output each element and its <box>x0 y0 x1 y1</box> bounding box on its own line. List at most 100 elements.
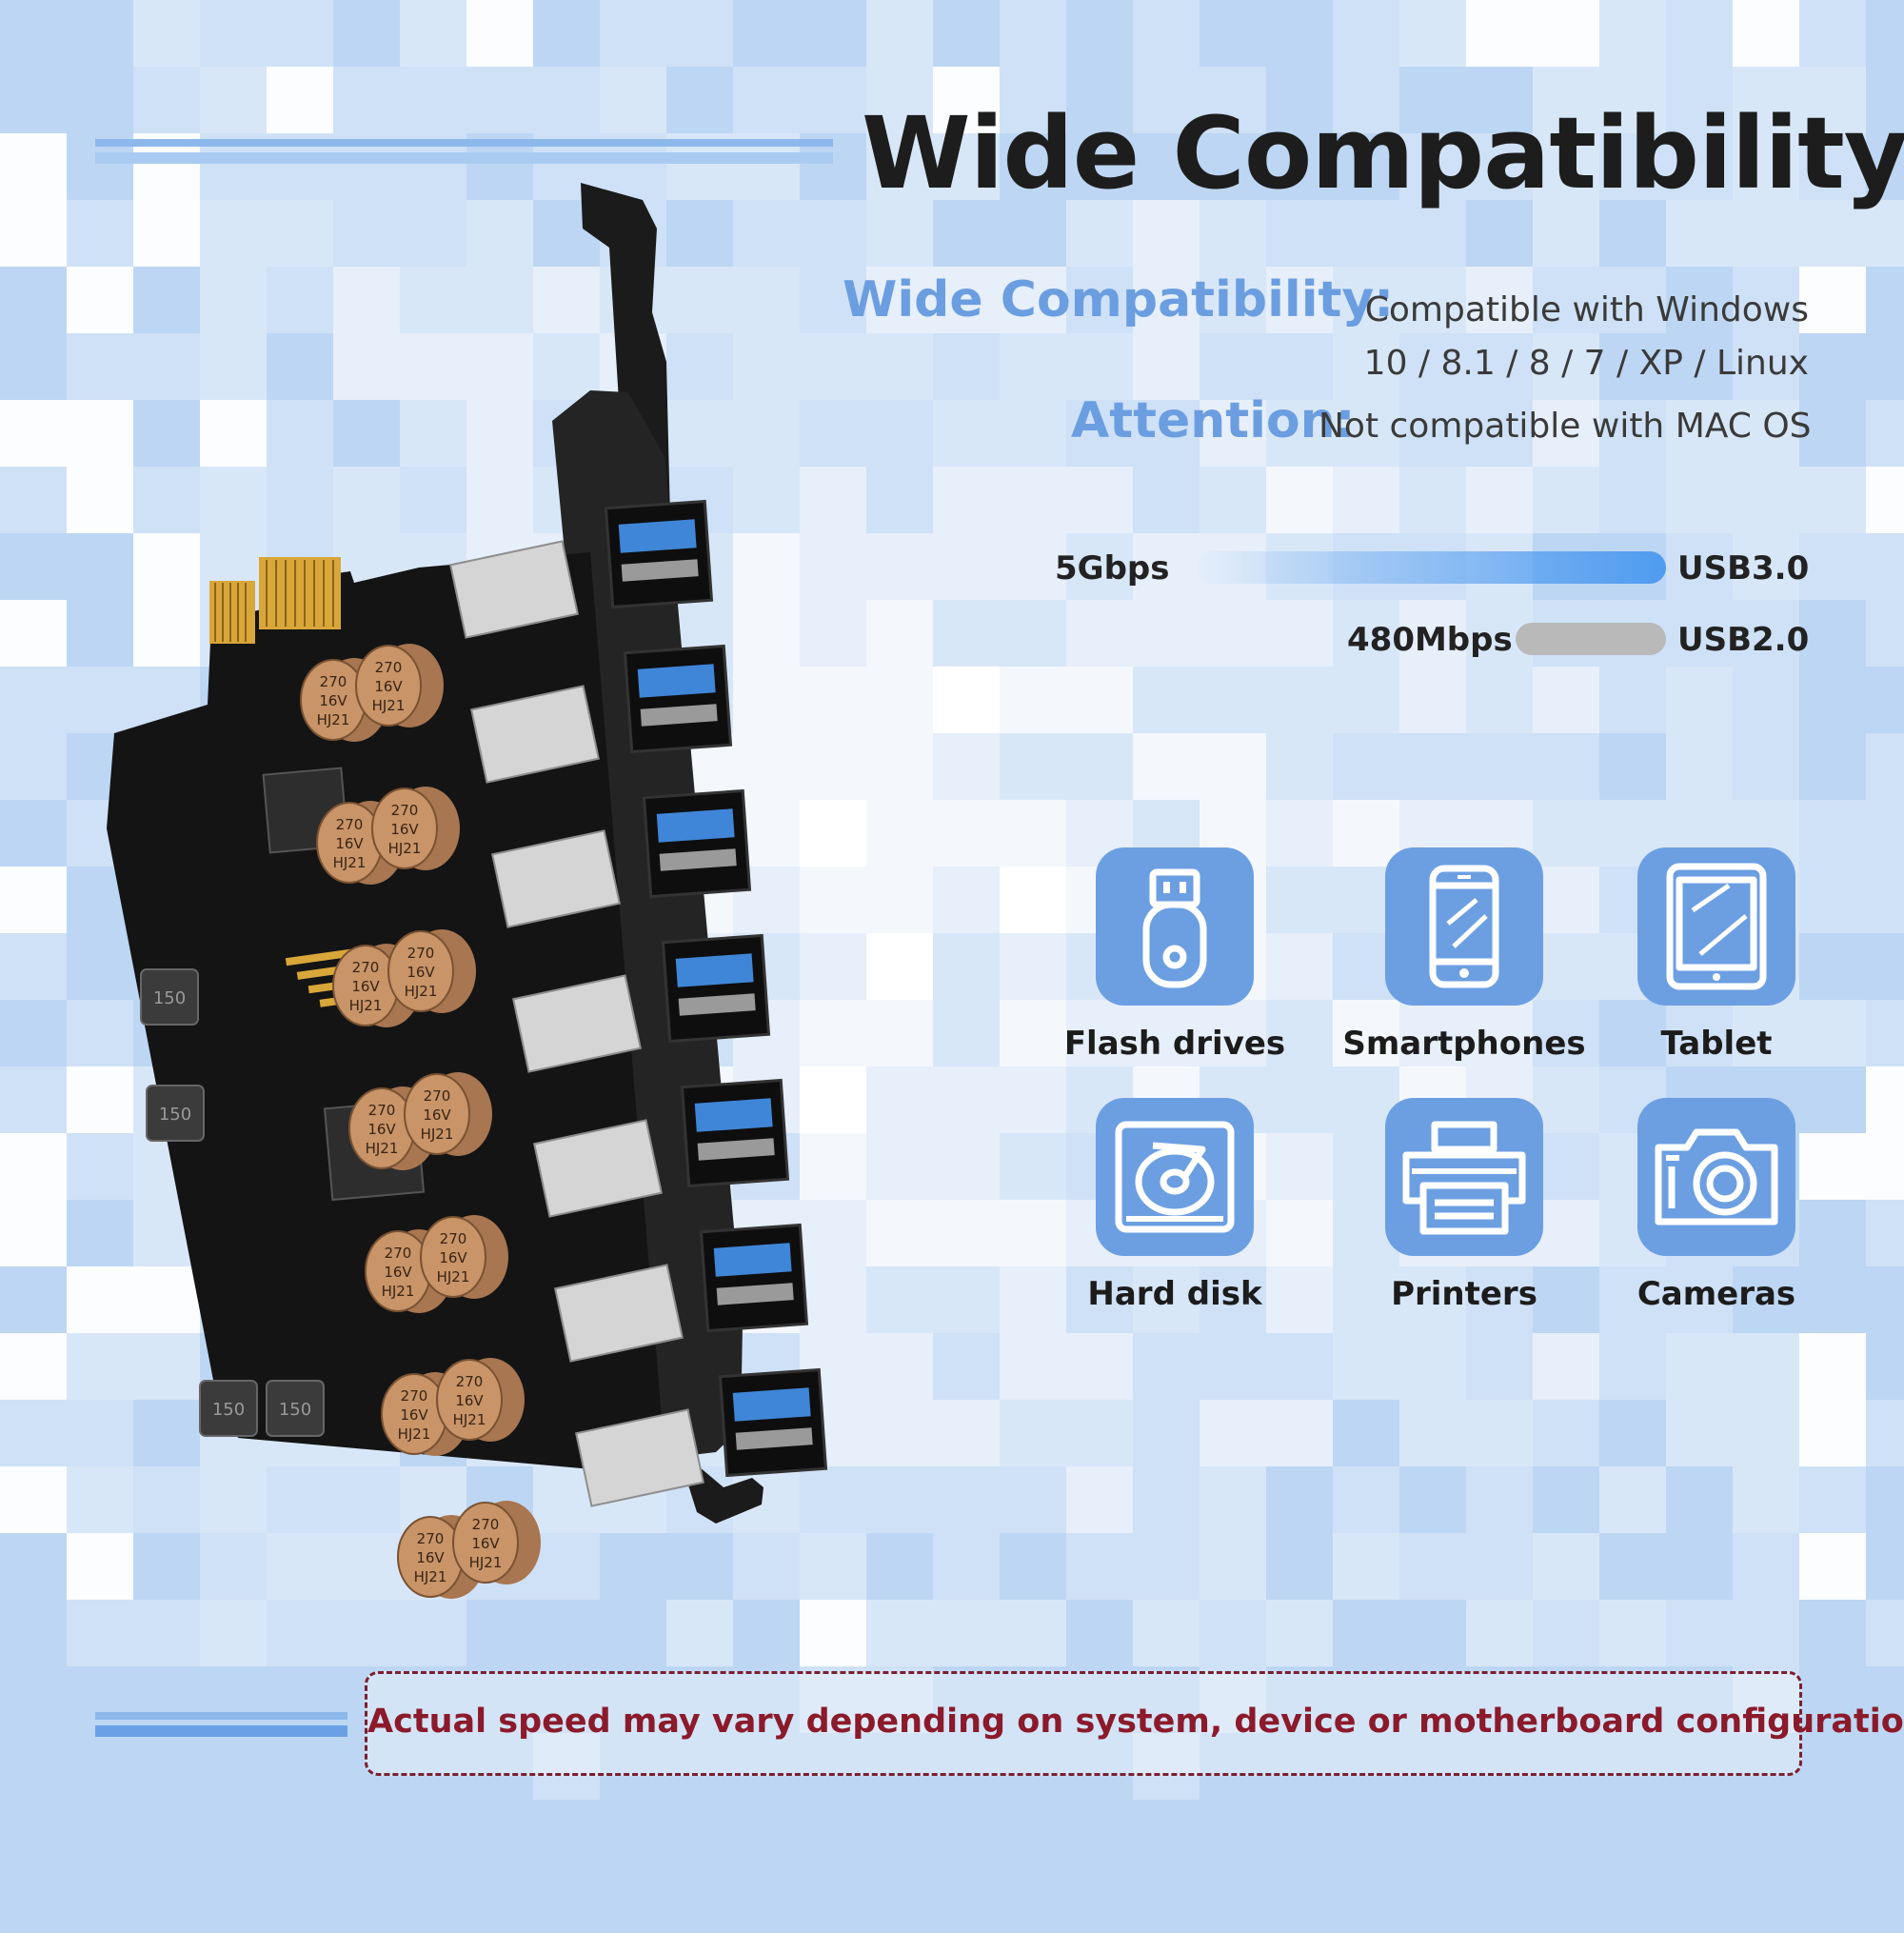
inductor <box>140 968 199 1026</box>
capacitor-marking: 16V <box>374 678 403 695</box>
usb-connector-body <box>575 1408 704 1507</box>
inductor-marking: 150 <box>153 988 186 1008</box>
capacitor-marking: 16V <box>319 692 347 709</box>
capacitor-marking: 16V <box>455 1392 484 1409</box>
usb-connector-body <box>470 685 600 784</box>
capacitor-top <box>452 1502 519 1584</box>
capacitor-marking: 16V <box>384 1264 412 1281</box>
attention-text: Not compatible with MAC OS <box>1319 407 1812 446</box>
usb2-speed-bar <box>1516 623 1666 655</box>
capacitor-marking: 270 <box>336 816 364 833</box>
capacitor-marking: HJ21 <box>405 983 438 1000</box>
capacitor-marking: 16V <box>335 835 364 852</box>
capacitor-marking: 270 <box>385 1245 412 1262</box>
usb-port-tongue <box>675 953 754 987</box>
usb-connector-body <box>533 1119 663 1218</box>
capacitor-marking: 16V <box>367 1121 396 1138</box>
compatibility-text-line1: Compatible with Windows <box>1364 290 1809 329</box>
capacitor-marking: HJ21 <box>333 854 367 871</box>
printer-icon <box>1385 1098 1543 1256</box>
disclaimer-box: Actual speed may vary depending on syste… <box>365 1671 1904 1776</box>
inductor-marking: 150 <box>212 1400 245 1420</box>
usb-port-tongue <box>732 1387 811 1422</box>
capacitor-marking: 270 <box>407 945 435 962</box>
capacitor-marking: HJ21 <box>349 997 383 1014</box>
capacitor-top <box>387 930 454 1012</box>
capacitor-marking: HJ21 <box>388 840 422 857</box>
usb-port-tongue <box>694 1098 773 1132</box>
device-label: Cameras <box>1636 1275 1796 1313</box>
capacitor-marking: 270 <box>401 1387 428 1405</box>
page-title: Wide Compatibility <box>862 95 1904 211</box>
capacitor-marking: 16V <box>400 1406 428 1424</box>
header-divider <box>95 139 833 166</box>
capacitor-marking: 270 <box>456 1373 484 1390</box>
capacitor-marking: 16V <box>471 1535 500 1552</box>
usb-connector-body <box>554 1264 684 1363</box>
footer-divider <box>95 1712 347 1739</box>
device-smartphones: Smartphones <box>1340 847 1588 1063</box>
inductor <box>266 1380 325 1437</box>
usb-port-outline <box>718 1367 828 1478</box>
usb-port-outline <box>623 644 733 754</box>
device-label: Smartphones <box>1342 1025 1586 1063</box>
usb-port-tongue <box>656 808 735 843</box>
hard-disk-icon <box>1096 1098 1254 1256</box>
usb-connector-body <box>449 540 579 639</box>
capacitor-marking: HJ21 <box>421 1126 454 1143</box>
attention-label: Attention: <box>1071 392 1356 449</box>
device-flash-drives: Flash drives <box>1051 847 1299 1063</box>
usb-port-shield <box>621 559 699 582</box>
usb-port-tongue <box>713 1243 792 1277</box>
usb2-standard-label: USB2.0 <box>1677 621 1810 659</box>
capacitor-marking: 16V <box>351 978 380 995</box>
usb-connector-body <box>491 829 621 928</box>
capacitor-marking: 16V <box>439 1249 467 1266</box>
device-label: Flash drives <box>1063 1025 1286 1063</box>
tablet-icon <box>1637 847 1795 1006</box>
usb-port-outline <box>661 933 771 1044</box>
capacitor-top <box>371 787 438 869</box>
usb3-speed-label: 5Gbps <box>1055 549 1170 588</box>
compatibility-text: Compatible with Windows 10 / 8.1 / 8 / 7… <box>1314 284 1809 390</box>
capacitor-marking: HJ21 <box>398 1425 431 1443</box>
inductor <box>146 1085 205 1142</box>
compatibility-label: Wide Compatibility: <box>843 271 1395 329</box>
capacitor-marking: 16V <box>407 964 435 981</box>
usb-connector-body <box>512 974 642 1073</box>
disclaimer-text: Actual speed may vary depending on syste… <box>367 1703 1904 1741</box>
device-printers: Printers <box>1340 1098 1588 1313</box>
device-label: Tablet <box>1660 1025 1773 1063</box>
usb-port-shield <box>678 993 756 1016</box>
capacitor-marking: HJ21 <box>382 1283 415 1300</box>
device-label: Hard disk <box>1087 1275 1262 1313</box>
capacitor-marking: 270 <box>320 673 347 690</box>
usb-port-tongue <box>618 519 697 553</box>
capacitor-marking: 16V <box>390 821 419 838</box>
capacitor-marking: HJ21 <box>414 1568 447 1585</box>
capacitor-marking: 270 <box>375 659 403 676</box>
usb-port-shield <box>659 848 737 871</box>
smartphone-icon <box>1385 847 1543 1006</box>
capacitor-marking: 270 <box>391 802 419 819</box>
usb-port-shield <box>697 1138 775 1161</box>
usb-port-outline <box>642 788 752 899</box>
compatibility-text-line2: 10 / 8.1 / 8 / 7 / XP / Linux <box>1363 344 1809 383</box>
capacitor-marking: HJ21 <box>453 1411 486 1428</box>
capacitor-top <box>404 1073 470 1155</box>
capacitor-marking: HJ21 <box>437 1268 470 1285</box>
capacitor-marking: HJ21 <box>317 711 350 728</box>
capacitor-marking: HJ21 <box>372 697 406 714</box>
usb3-speed-bar <box>1195 551 1666 584</box>
usb-port-shield <box>640 704 718 727</box>
inductor-marking: 150 <box>279 1400 311 1420</box>
device-tablet: Tablet <box>1593 847 1840 1063</box>
device-cameras: Cameras <box>1593 1098 1840 1313</box>
capacitor-marking: HJ21 <box>469 1554 503 1571</box>
usb-port-outline <box>604 499 714 609</box>
capacitor-marking: 270 <box>352 959 380 976</box>
usb-port-shield <box>716 1283 794 1305</box>
usb2-speed-label: 480Mbps <box>1347 621 1513 659</box>
usb-port-outline <box>699 1223 809 1333</box>
